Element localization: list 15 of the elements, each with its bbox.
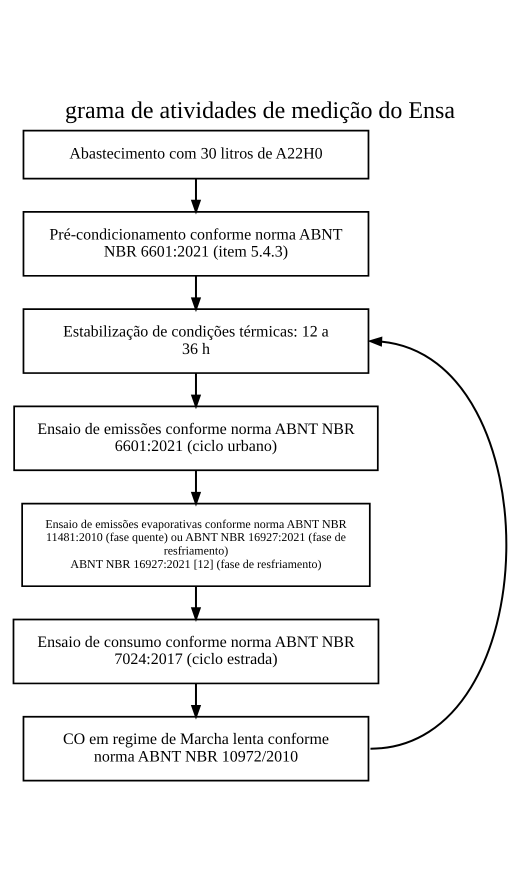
arrow — [190, 470, 202, 506]
diagram-title: grama de atividades de medição do Ensa — [64, 97, 455, 124]
node-box: CO em regime de Marcha lenta conforme norma ABNT NBR 10972/2010 — [22, 715, 370, 782]
arrow — [190, 276, 202, 312]
arrow — [190, 586, 202, 622]
arrow — [190, 178, 202, 214]
node-box: Ensaio de emissões evaporativas conforme norma ABNT NBR 11481:2010 (fase quente) ou ABNT NBR 16927:2021 (fase de resfriamento) ABNT NBR 16927:2021 [12] (fase de resfriamento) — [21, 502, 371, 587]
node-box: Ensaio de emissões conforme norma ABNT NBR 6601:2021 (ciclo urbano) — [13, 405, 379, 471]
node-box: Abastecimento com 30 litros de A22H0 — [22, 129, 370, 179]
arrow — [190, 683, 202, 720]
arrow — [190, 372, 202, 409]
arrow — [367, 336, 508, 750]
node-box: Ensaio de consumo conforme norma ABNT NBR 7024:2017 (ciclo estrada) — [12, 618, 380, 684]
node-box: Pré-condicionamento conforme norma ABNT NBR 6601:2021 (item 5.4.3) — [22, 210, 370, 276]
node-box: Estabilização de condições térmicas: 12 a 36 h — [22, 308, 370, 374]
